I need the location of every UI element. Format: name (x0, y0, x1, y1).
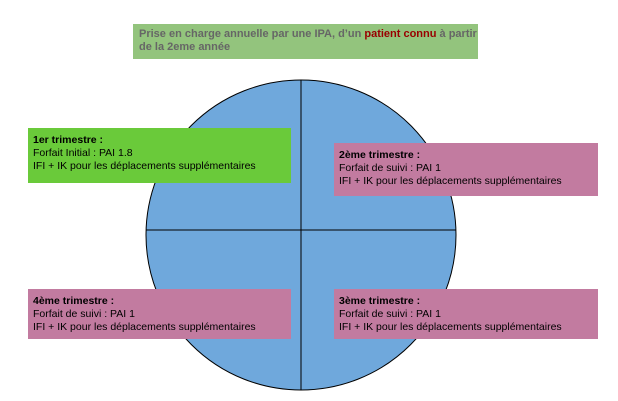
quarter-1-box: 1er trimestre : Forfait Initial : PAI 1.… (28, 128, 291, 183)
quarter-3-box: 3ème trimestre : Forfait de suivi : PAI … (334, 289, 598, 339)
quarter-4-box: 4ème trimestre : Forfait de suivi : PAI … (28, 289, 291, 339)
quarter-4-title: 4ème trimestre : (33, 295, 115, 307)
title-highlight-patient-connu: patient connu (364, 28, 437, 40)
quarter-2-fee: Forfait de suivi : PAI 1 (339, 162, 441, 174)
quarter-2-travel: IFI + IK pour les déplacements supplémen… (339, 175, 562, 187)
quarter-2-box: 2ème trimestre : Forfait de suivi : PAI … (334, 143, 598, 196)
quarter-4-travel: IFI + IK pour les déplacements supplémen… (33, 321, 256, 333)
quarter-1-fee: Forfait Initial : PAI 1.8 (33, 147, 133, 159)
quarter-1-title: 1er trimestre : (33, 134, 104, 146)
quarter-3-travel: IFI + IK pour les déplacements supplémen… (339, 321, 562, 333)
diagram-title-box: Prise en charge annuelle par une IPA, d’… (133, 24, 478, 59)
title-text-start: Prise en charge annuelle par une IPA, d’… (139, 28, 365, 40)
quarter-4-fee: Forfait de suivi : PAI 1 (33, 308, 135, 320)
quarter-3-title: 3ème trimestre : (339, 295, 421, 307)
quarter-2-title: 2ème trimestre : (339, 149, 421, 161)
title-text-end: à partir de la 2eme année (139, 28, 477, 53)
quarter-1-travel: IFI + IK pour les déplacements supplémen… (33, 160, 256, 172)
quarter-3-fee: Forfait de suivi : PAI 1 (339, 308, 441, 320)
